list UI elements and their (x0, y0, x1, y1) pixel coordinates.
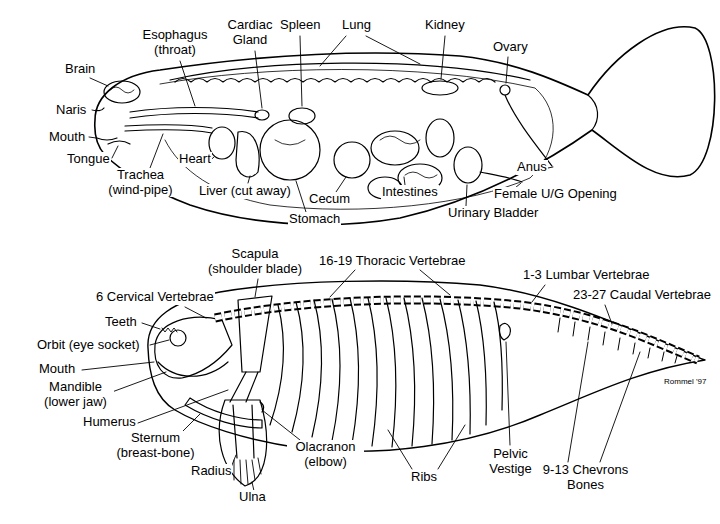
digits (234, 458, 261, 484)
part-label: Female U/G Opening (493, 187, 618, 202)
leader-line (82, 270, 640, 491)
intestine (426, 119, 454, 157)
skull (155, 317, 232, 378)
stomach-fold (275, 140, 305, 145)
body-outline (148, 281, 705, 451)
tongue (108, 141, 130, 144)
signature-label: Rommel '97 (663, 378, 707, 387)
spine (215, 300, 698, 360)
part-label: Radius (190, 464, 232, 479)
part-label: 16-19 Thoracic Vertebrae (318, 254, 466, 269)
part-label: Naris (55, 103, 87, 118)
part-label: Trachea (wind-pipe) (102, 168, 179, 197)
part-label: Teeth (104, 315, 138, 330)
part-label: Orbit (eye socket) (36, 338, 141, 353)
part-label: Kidney (424, 18, 466, 33)
cardiac-gland (255, 110, 269, 120)
stomach (260, 120, 320, 180)
leader-line (89, 36, 553, 212)
part-label: Esophagus (throat) (134, 28, 216, 57)
intestine (371, 131, 419, 165)
part-label: Brain (64, 62, 96, 77)
part-label: Liver (cut away) (198, 184, 292, 199)
part-label: Olacranon (elbow) (287, 440, 364, 469)
part-label: Spleen (279, 18, 321, 33)
part-label: 1-3 Lumbar Vertebrae (522, 268, 650, 283)
esophagus (130, 108, 258, 119)
brain-folds (110, 87, 134, 93)
part-label: Sternum (breast-bone) (107, 431, 204, 460)
part-label: Mouth (48, 130, 86, 145)
part-label: Anus (516, 160, 548, 175)
part-label: Scapula (shoulder blade) (204, 247, 306, 276)
intestine-coil (380, 136, 437, 178)
heart (209, 127, 235, 159)
part-label: Ribs (410, 470, 438, 485)
part-label: Heart (178, 152, 212, 167)
cecum (334, 142, 370, 178)
part-label: Intestines (381, 185, 439, 200)
chevrons (558, 318, 677, 363)
urinary-bladder (454, 147, 482, 183)
part-label: Ovary (492, 40, 529, 55)
part-label: 9-13 Chevrons Bones (537, 463, 634, 492)
ug-tract (480, 95, 552, 182)
radius-ulna (233, 402, 264, 458)
part-label: Mandible (lower jaw) (37, 380, 114, 409)
kidney (422, 81, 458, 95)
part-label: Ulna (238, 490, 267, 505)
tail-fold (588, 95, 598, 130)
mandible (158, 362, 228, 376)
part-label: Cecum (308, 192, 351, 207)
liver (236, 132, 259, 177)
part-label: Stomach (288, 212, 341, 227)
naris (96, 108, 104, 111)
part-label: Humerus (82, 415, 137, 430)
trachea (125, 125, 212, 133)
lung (170, 63, 530, 80)
part-label: Urinary Bladder (447, 206, 539, 221)
part-label: Lung (341, 18, 372, 33)
ovary (500, 85, 510, 95)
mouth (97, 138, 117, 140)
spine-core (215, 300, 698, 360)
part-label: 23-27 Caudal Vertebrae (572, 288, 712, 303)
ribs (270, 298, 502, 447)
humerus (230, 372, 258, 402)
part-label: 6 Cervical Vertebrae (95, 290, 215, 305)
scapula (238, 296, 272, 372)
part-label: Tongue (66, 152, 111, 167)
pelvic-vestige (500, 323, 511, 340)
brain (104, 81, 140, 103)
part-label: Mouth (38, 362, 76, 377)
part-label: Pelvic Vestige (482, 447, 539, 476)
spleen (289, 108, 315, 124)
orbit (170, 330, 186, 346)
part-label: Cardiac Gland (219, 18, 281, 47)
teeth (162, 328, 177, 332)
